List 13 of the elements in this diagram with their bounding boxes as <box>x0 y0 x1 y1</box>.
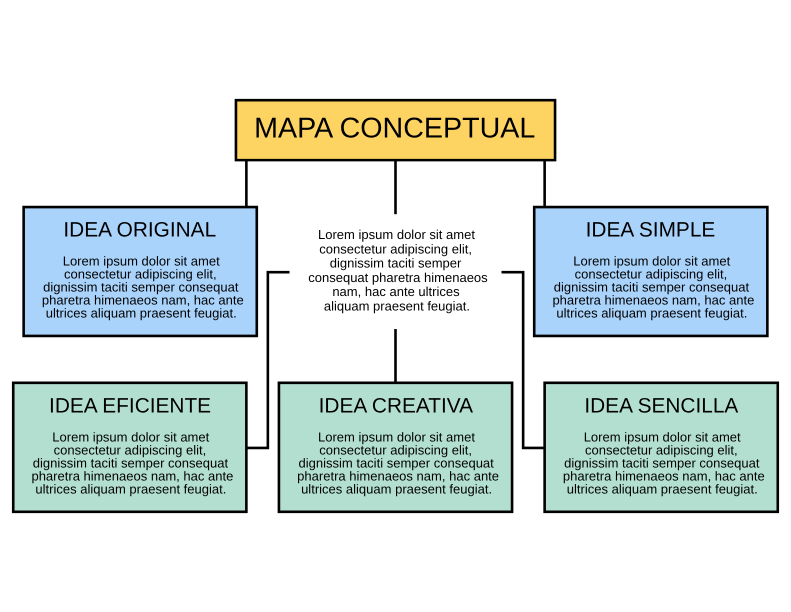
node-text: Lorem ipsum dolor sit amet consectetur adipiscing elit, dignissim taciti semper consequat pharetra himenaeos nam, hac ante ultrices aliquam praesent feugiat. <box>308 226 488 314</box>
node-box: IDEA CREATIVA Lorem ipsum dolor sit amet consectetur adipiscing elit, dignissim taciti semper consequat pharetra himenaeos nam, hac ante ultrices aliquam praesent feugiat. <box>278 382 514 514</box>
connector <box>394 329 397 382</box>
connector <box>245 160 248 207</box>
node-box: IDEA SENCILLA Lorem ipsum dolor sit amet consectetur adipiscing elit, dignissim taciti semper consequat pharetra himenaeos nam, hac ante ultrices aliquam praesent feugiat. <box>543 382 780 514</box>
connector <box>394 160 397 214</box>
node-box: MAPA CONCEPTUAL <box>234 98 556 162</box>
node-box: IDEA SIMPLE Lorem ipsum dolor sit amet consectetur adipiscing elit, dignissim taciti semper consequat pharetra himenaeos nam, hac ante ultrices aliquam praesent feugiat. <box>532 206 769 338</box>
connector <box>502 270 544 450</box>
node-box: IDEA ORIGINAL Lorem ipsum dolor sit amet consectetur adipiscing elit, dignissim taciti semper consequat pharetra himenaeos nam, hac ante ultrices aliquam praesent feugiat. <box>22 206 258 338</box>
node-box: IDEA EFICIENTE Lorem ipsum dolor sit amet consectetur adipiscing elit, dignissim taciti semper consequat pharetra himenaeos nam, hac ante ultrices aliquam praesent feugiat. <box>12 382 248 514</box>
connector <box>543 160 546 207</box>
connector <box>246 270 290 450</box>
